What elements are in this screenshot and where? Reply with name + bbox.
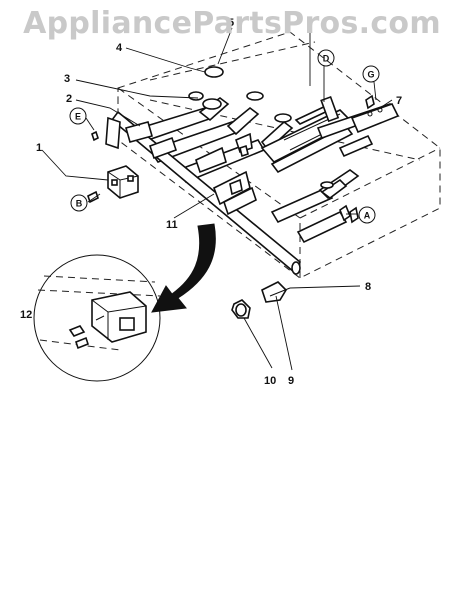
lower-burner-tubes: [270, 134, 374, 244]
callout-8: 8: [365, 281, 371, 293]
circled-ref-e: E: [69, 107, 87, 125]
valve-and-knob: [231, 281, 291, 319]
regulator-block: [107, 165, 139, 199]
circled-ref-a: A: [358, 206, 376, 224]
screws: [87, 94, 375, 224]
svg-text:E: E: [75, 112, 81, 122]
callout-10: 10: [264, 375, 276, 387]
callout-7: 7: [396, 95, 402, 107]
callout-1: 1: [36, 142, 42, 154]
callout-12: 12: [20, 309, 32, 321]
svg-text:A: A: [364, 211, 371, 221]
circled-ref-b: B: [70, 194, 88, 212]
detail-arrow: [151, 223, 216, 313]
callout-11: 11: [166, 219, 178, 231]
circled-ref-g: G: [362, 65, 380, 83]
svg-text:B: B: [76, 199, 83, 209]
detail-view-circle: [33, 254, 161, 382]
callout-4: 4: [116, 42, 123, 54]
manifold-valves: [125, 121, 257, 216]
svg-text:G: G: [367, 70, 374, 80]
leader-lines: [41, 27, 393, 371]
callout-5: 5: [228, 17, 234, 29]
callout-2: 2: [66, 93, 72, 105]
callout-9: 9: [288, 375, 294, 387]
center-burner-assembly: [260, 30, 354, 174]
circled-ref-d: D: [317, 49, 335, 67]
svg-text:D: D: [323, 54, 330, 64]
callout-3: 3: [64, 73, 70, 85]
